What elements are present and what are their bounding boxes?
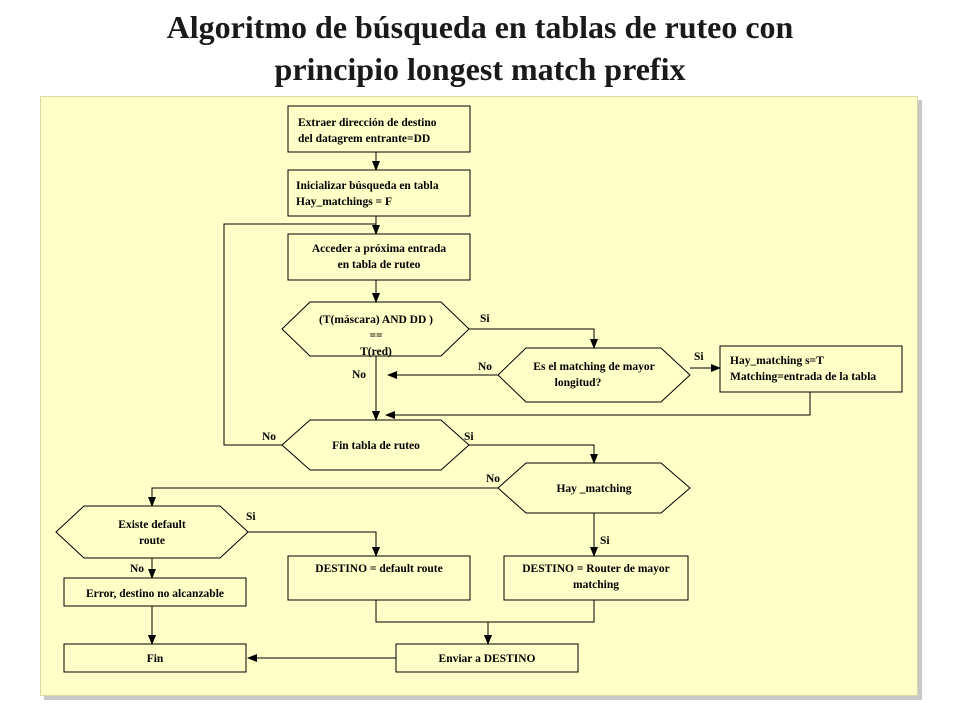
title-line-2: principio longest match prefix bbox=[274, 51, 686, 87]
flow-text: matching bbox=[573, 579, 619, 591]
box-init: Inicializar búsqueda en tabla Hay_matchi… bbox=[287, 169, 471, 217]
flow-text: DESTINO = default route bbox=[315, 563, 442, 575]
flow-text: Hay_matching s=T bbox=[730, 355, 824, 367]
box-access: Acceder a próxima entrada en tabla de ru… bbox=[287, 233, 471, 281]
box-destino-default: DESTINO = default route bbox=[287, 555, 471, 601]
label-mask-no: No bbox=[352, 369, 366, 381]
box-set-matching: Hay_matching s=T Matching=entrada de la … bbox=[719, 345, 903, 393]
decision-mask-match: (T(máscara) AND DD ) == T(red) bbox=[281, 301, 470, 358]
label-longest-si: Si bbox=[694, 351, 704, 363]
flow-text: Hay _matching bbox=[556, 483, 631, 495]
flow-text: Fin bbox=[147, 653, 164, 665]
label-end-no: No bbox=[262, 431, 276, 443]
decision-has-matching: Hay _matching bbox=[497, 462, 691, 514]
flow-text: Error, destino no alcanzable bbox=[86, 588, 224, 600]
flow-text: (T(máscara) AND DD ) bbox=[319, 314, 433, 326]
flow-text: Es el matching de mayor bbox=[533, 361, 654, 373]
flow-text: en tabla de ruteo bbox=[338, 259, 421, 271]
flow-text: DESTINO = Router de mayor bbox=[522, 563, 670, 575]
flow-text: Matching=entrada de la tabla bbox=[730, 371, 876, 383]
box-destino-router: DESTINO = Router de mayor matching bbox=[503, 555, 689, 601]
decision-default-route: Existe default route bbox=[55, 505, 249, 559]
decision-longest: Es el matching de mayor longitud? bbox=[497, 347, 691, 403]
flow-text: longitud? bbox=[555, 377, 602, 389]
connectors bbox=[148, 152, 811, 662]
title-line-1: Algoritmo de búsqueda en tablas de ruteo… bbox=[166, 9, 794, 45]
label-has-si: Si bbox=[600, 535, 610, 547]
flow-text: route bbox=[139, 535, 165, 547]
box-send: Enviar a DESTINO bbox=[395, 643, 579, 673]
box-extract: Extraer dirección de destino del datagre… bbox=[287, 105, 471, 153]
flow-text: del datagrem entrante=DD bbox=[298, 133, 430, 145]
flow-text: Hay_matchings = F bbox=[296, 196, 392, 208]
box-error: Error, destino no alcanzable bbox=[63, 577, 247, 607]
decision-table-end: Fin tabla de ruteo bbox=[281, 419, 470, 471]
label-mask-si: Si bbox=[480, 313, 490, 325]
flow-text: Existe default bbox=[118, 519, 186, 531]
label-longest-no: No bbox=[478, 361, 492, 373]
label-end-si: Si bbox=[464, 431, 474, 443]
label-has-no: No bbox=[486, 473, 500, 485]
diagram-panel bbox=[40, 96, 918, 696]
label-default-si: Si bbox=[246, 511, 256, 523]
flow-text: Fin tabla de ruteo bbox=[332, 440, 420, 452]
flow-text: T(red) bbox=[360, 346, 392, 358]
flow-text: Extraer dirección de destino bbox=[298, 117, 437, 129]
page-title: Algoritmo de búsqueda en tablas de ruteo… bbox=[0, 6, 960, 90]
flow-text: == bbox=[369, 330, 382, 342]
flow-text: Inicializar búsqueda en tabla bbox=[296, 180, 439, 192]
label-default-no: No bbox=[130, 563, 144, 575]
box-fin: Fin bbox=[63, 643, 247, 673]
flow-text: Acceder a próxima entrada bbox=[312, 243, 446, 255]
flow-text: Enviar a DESTINO bbox=[439, 653, 536, 665]
